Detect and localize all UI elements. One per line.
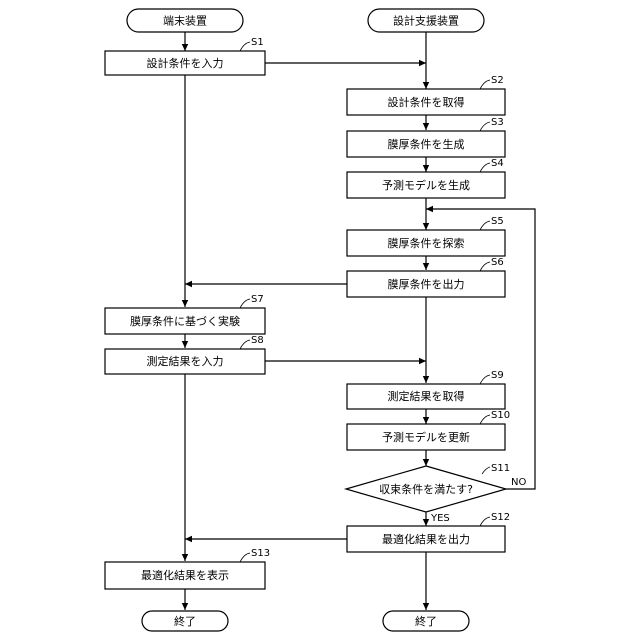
step-s5-leader (480, 221, 490, 230)
step-s9-text: 測定結果を取得 (388, 389, 465, 403)
step-s8-id: S8 (251, 335, 264, 346)
step-s12: 最適化結果を出力 S12 (347, 512, 510, 552)
step-s6-leader (480, 262, 490, 271)
design-support-device-node: 設計支援装置 (368, 9, 484, 32)
step-s9-leader (480, 375, 490, 384)
step-s12-text: 最適化結果を出力 (382, 532, 470, 546)
step-s10: 予測モデルを更新 S10 (347, 410, 510, 450)
step-s9-id: S9 (491, 370, 504, 381)
step-s10-text: 予測モデルを更新 (382, 430, 470, 444)
step-s4-text: 予測モデルを生成 (382, 178, 470, 192)
step-s11-id: S11 (491, 463, 510, 474)
step-s10-id: S10 (491, 410, 510, 421)
branch-no-label: NO (511, 477, 526, 488)
step-s1-id: S1 (251, 37, 264, 48)
step-s2-text: 設計条件を取得 (388, 95, 465, 109)
step-s7-leader (240, 299, 250, 308)
step-s13-id: S13 (251, 548, 270, 559)
step-s6-id: S6 (491, 257, 504, 268)
end-left-node: 終了 (142, 611, 228, 631)
terminal-device-label: 端末装置 (163, 14, 207, 28)
step-s13: 最適化結果を表示 S13 (105, 548, 270, 589)
step-s2-id: S2 (491, 75, 504, 86)
step-s12-id: S12 (491, 512, 510, 523)
step-s8-leader (240, 340, 250, 349)
step-s8-text: 測定結果を入力 (147, 354, 224, 368)
step-s7-id: S7 (251, 294, 264, 305)
step-s4-leader (480, 163, 490, 172)
end-right-node: 終了 (383, 611, 469, 631)
terminal-device-node: 端末装置 (127, 9, 243, 32)
step-s11-text: 収束条件を満たす? (379, 482, 473, 496)
step-s10-leader (480, 415, 490, 424)
step-s7-text: 膜厚条件に基づく実験 (130, 314, 240, 328)
end-left-label: 終了 (174, 614, 196, 628)
step-s6-text: 膜厚条件を出力 (388, 277, 465, 291)
step-s3-leader (480, 122, 490, 131)
step-s2-leader (480, 80, 490, 89)
step-s1-text: 設計条件を入力 (147, 56, 224, 70)
step-s11-leader (482, 467, 490, 474)
end-right-label: 終了 (415, 614, 437, 628)
step-s12-leader (480, 517, 490, 526)
step-s1-leader (240, 42, 250, 51)
branch-yes-label: YES (430, 513, 450, 524)
step-s4-id: S4 (491, 158, 504, 169)
design-support-device-label: 設計支援装置 (393, 14, 459, 28)
step-s3-text: 膜厚条件を生成 (388, 137, 465, 151)
step-s5-id: S5 (491, 216, 504, 227)
step-s3-id: S3 (491, 117, 504, 128)
step-s13-text: 最適化結果を表示 (141, 568, 229, 582)
step-s5-text: 膜厚条件を探索 (388, 236, 465, 250)
step-s13-leader (240, 553, 250, 562)
